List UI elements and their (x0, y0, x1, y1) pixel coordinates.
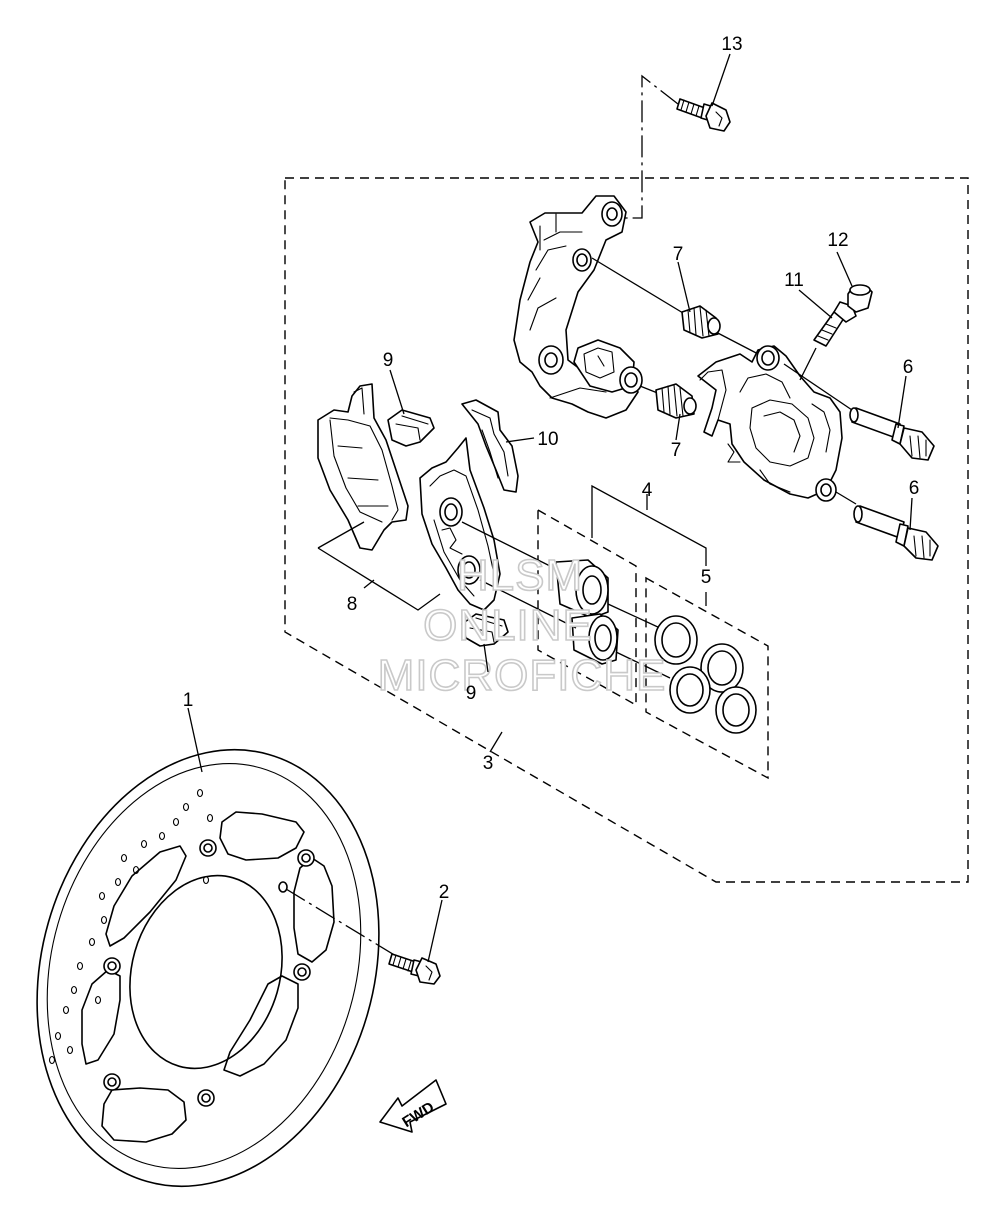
callout-5: 5 (701, 567, 712, 588)
caliper-assembly-boundary (284, 177, 969, 883)
piston-lower-axis-line (479, 579, 577, 629)
pin-lower-axis-line (835, 491, 857, 505)
piston-upper-axis-line (461, 521, 559, 571)
watermark: HLSM ONLINE MICROFICHE (377, 550, 667, 701)
piston-kit-boundary (537, 508, 637, 707)
caliper-bracket (513, 195, 643, 419)
callout-6-upper: 6 (903, 357, 914, 378)
brake-disc-1 (36, 748, 380, 1188)
callout-6-lower: 6 (909, 478, 920, 499)
callout-7-lower: 7 (671, 440, 682, 461)
bolt-13-axis-line (622, 74, 679, 219)
disc-cooling-holes (48, 788, 214, 1065)
caliper-body (697, 345, 843, 502)
seal-5-b (700, 643, 744, 693)
callout-8: 8 (347, 594, 358, 615)
callout-2: 2 (439, 882, 450, 903)
seal-kit-boundary (645, 576, 769, 780)
callout-3: 3 (483, 753, 494, 774)
pin-6-lower (853, 505, 939, 561)
seal-5-a (654, 615, 698, 665)
pin-6-upper (849, 407, 935, 461)
leader-lines (187, 53, 913, 963)
pad-clip-9-lower (461, 613, 509, 647)
watermark-line-3: MICROFICHE (378, 651, 667, 700)
seal-5-d (715, 686, 757, 734)
disc-bolt-2 (388, 953, 441, 985)
piston-4-lower (571, 613, 619, 665)
watermark-line-2: ONLINE (423, 601, 593, 650)
callout-4: 4 (642, 480, 653, 501)
brake-pad-8-inner (419, 437, 501, 611)
pin-upper-axis-line (783, 363, 853, 411)
fwd-arrow-icon: FWD (379, 1079, 447, 1133)
callout-11: 11 (784, 270, 804, 291)
callout-7-upper: 7 (673, 244, 684, 265)
piston-lower-axis-line-2 (615, 651, 671, 679)
callout-12: 12 (827, 230, 848, 251)
piston-4-upper (555, 559, 609, 619)
boot-7-upper (681, 305, 721, 339)
pad-clip-9-upper (387, 409, 435, 447)
callout-9-lower: 9 (466, 683, 477, 704)
piston-upper-axis-line-2 (607, 603, 661, 629)
bleed-cap-12 (847, 284, 873, 313)
brake-pad-8-outer (317, 383, 409, 551)
callout-10: 10 (537, 429, 558, 450)
callout-9-upper: 9 (383, 350, 394, 371)
boot-7-lower (655, 383, 697, 419)
bracket-upper-axis-line-2 (711, 329, 763, 357)
callout-13: 13 (721, 34, 742, 55)
watermark-line-1: HLSM (457, 551, 583, 600)
callout-1: 1 (183, 690, 194, 711)
callout-labels: 13 7 12 11 6 9 10 7 4 6 5 8 9 1 3 2 (183, 34, 920, 903)
bolt-13 (676, 98, 731, 132)
bracket-upper-axis-line (591, 257, 689, 317)
bleed-axis-line (799, 347, 817, 381)
disc-bolt-axis-line (285, 888, 397, 957)
seal-5-c (669, 666, 711, 714)
pad-spring-10 (461, 399, 519, 493)
